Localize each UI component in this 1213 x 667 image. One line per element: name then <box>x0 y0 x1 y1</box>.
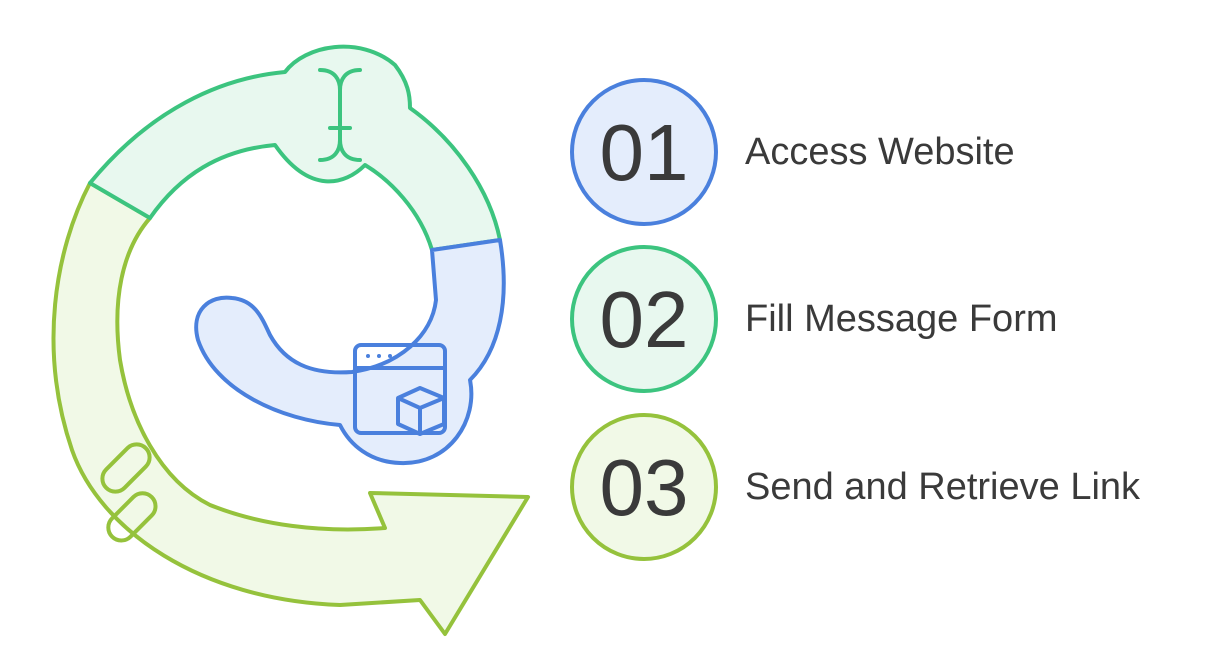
cursor-icon <box>318 68 362 162</box>
step-01-label: Access Website <box>745 131 1015 173</box>
step-03: 03 Send and Retrieve Link <box>570 413 1141 561</box>
step-01-circle <box>570 78 718 226</box>
step-02-number: 02 <box>600 275 689 364</box>
browser-box-icon <box>353 343 447 436</box>
link-icon <box>100 442 158 543</box>
step-03-number: 03 <box>600 443 689 532</box>
cycle-segment-green <box>51 181 530 636</box>
step-03-circle <box>570 413 718 561</box>
cycle-segment-blue <box>194 238 506 466</box>
step-01-number: 01 <box>600 108 689 197</box>
cycle-segment-teal <box>88 44 502 252</box>
step-02-label: Fill Message Form <box>745 298 1058 340</box>
step-03-label: Send and Retrieve Link <box>745 466 1141 508</box>
step-02: 02 Fill Message Form <box>570 245 1058 393</box>
step-02-circle <box>570 245 718 393</box>
step-01: 01 Access Website <box>570 78 1015 226</box>
